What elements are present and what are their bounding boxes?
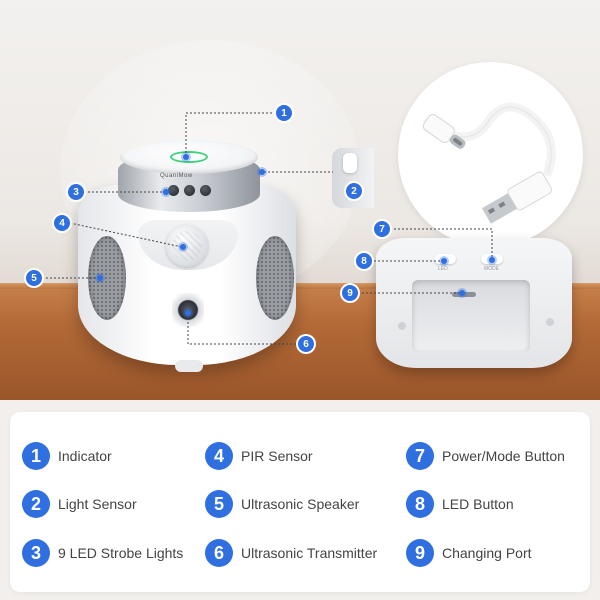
legend-number: 6 — [205, 539, 233, 567]
callout-dot — [489, 257, 495, 263]
repeller-device: QuaniMow — [78, 140, 296, 372]
callout-dot — [459, 290, 465, 296]
legend-label: Power/Mode Button — [442, 448, 565, 464]
legend-label: Light Sensor — [58, 496, 137, 512]
legend-label: Indicator — [58, 448, 112, 464]
legend-number: 4 — [205, 442, 233, 470]
product-photo: QuaniMow — [0, 0, 600, 400]
callout-dot — [259, 169, 265, 175]
legend-label: Ultrasonic Speaker — [241, 496, 360, 512]
legend-label: Changing Port — [442, 545, 532, 561]
usb-cable-inset — [398, 62, 583, 247]
device-foot — [175, 360, 203, 372]
callout-2: 2 — [346, 183, 362, 199]
legend-card — [10, 412, 590, 592]
callout-dot — [97, 275, 103, 281]
callout-dot — [163, 189, 169, 195]
usb-c-cable-icon — [422, 102, 556, 224]
legend-number: 5 — [205, 490, 233, 518]
ultrasonic-speaker-left — [88, 236, 126, 320]
callout-dot — [441, 258, 447, 264]
mode-button-label: MODE — [484, 266, 499, 272]
legend-number: 2 — [22, 490, 50, 518]
legend-item-light-sensor: 2 Light Sensor — [22, 489, 137, 519]
legend-item-power-mode-button: 7 Power/Mode Button — [406, 441, 565, 471]
callout-lines — [42, 112, 493, 345]
led-button-label: LED — [438, 266, 448, 272]
callout-1: 1 — [276, 105, 292, 121]
legend-item-pir-sensor: 4 PIR Sensor — [205, 441, 313, 471]
pir-sensor — [166, 225, 208, 267]
legend-item-ultrasonic-transmitter: 6 Ultrasonic Transmitter — [205, 538, 377, 568]
legend-item-charging-port: 9 Changing Port — [406, 538, 532, 568]
light-sensor — [343, 153, 357, 173]
legend-number: 7 — [406, 442, 434, 470]
legend-item-strobe-lights: 3 9 LED Strobe Lights — [22, 538, 183, 568]
callout-9: 9 — [342, 285, 358, 301]
callout-8: 8 — [356, 253, 372, 269]
indicator-light — [170, 151, 208, 163]
ultrasonic-speaker-right — [256, 236, 294, 320]
legend-item-indicator: 1 Indicator — [22, 441, 112, 471]
callout-3: 3 — [68, 184, 84, 200]
legend-number: 1 — [22, 442, 50, 470]
strobe-led — [200, 185, 211, 196]
screw — [546, 318, 554, 326]
callout-6: 6 — [298, 336, 314, 352]
brand-text: QuaniMow — [160, 173, 193, 179]
callout-dot — [185, 310, 191, 316]
callout-5: 5 — [26, 270, 42, 286]
legend-label: LED Button — [442, 496, 514, 512]
legend-label: 9 LED Strobe Lights — [58, 545, 184, 561]
legend-label: Ultrasonic Transmitter — [241, 545, 378, 561]
legend-number: 9 — [406, 539, 434, 567]
legend-item-ultrasonic-speaker: 5 Ultrasonic Speaker — [205, 489, 359, 519]
legend-item-led-button: 8 LED Button — [406, 489, 514, 519]
screw — [398, 322, 406, 330]
callout-dot — [180, 244, 186, 250]
strobe-led — [168, 185, 179, 196]
callout-dot — [183, 154, 189, 160]
legend-number: 8 — [406, 490, 434, 518]
callout-7: 7 — [374, 221, 390, 237]
legend-number: 3 — [22, 539, 50, 567]
strobe-led — [184, 185, 195, 196]
shelf-edge — [0, 283, 600, 289]
legend-label: PIR Sensor — [241, 448, 313, 464]
callout-4: 4 — [54, 215, 70, 231]
